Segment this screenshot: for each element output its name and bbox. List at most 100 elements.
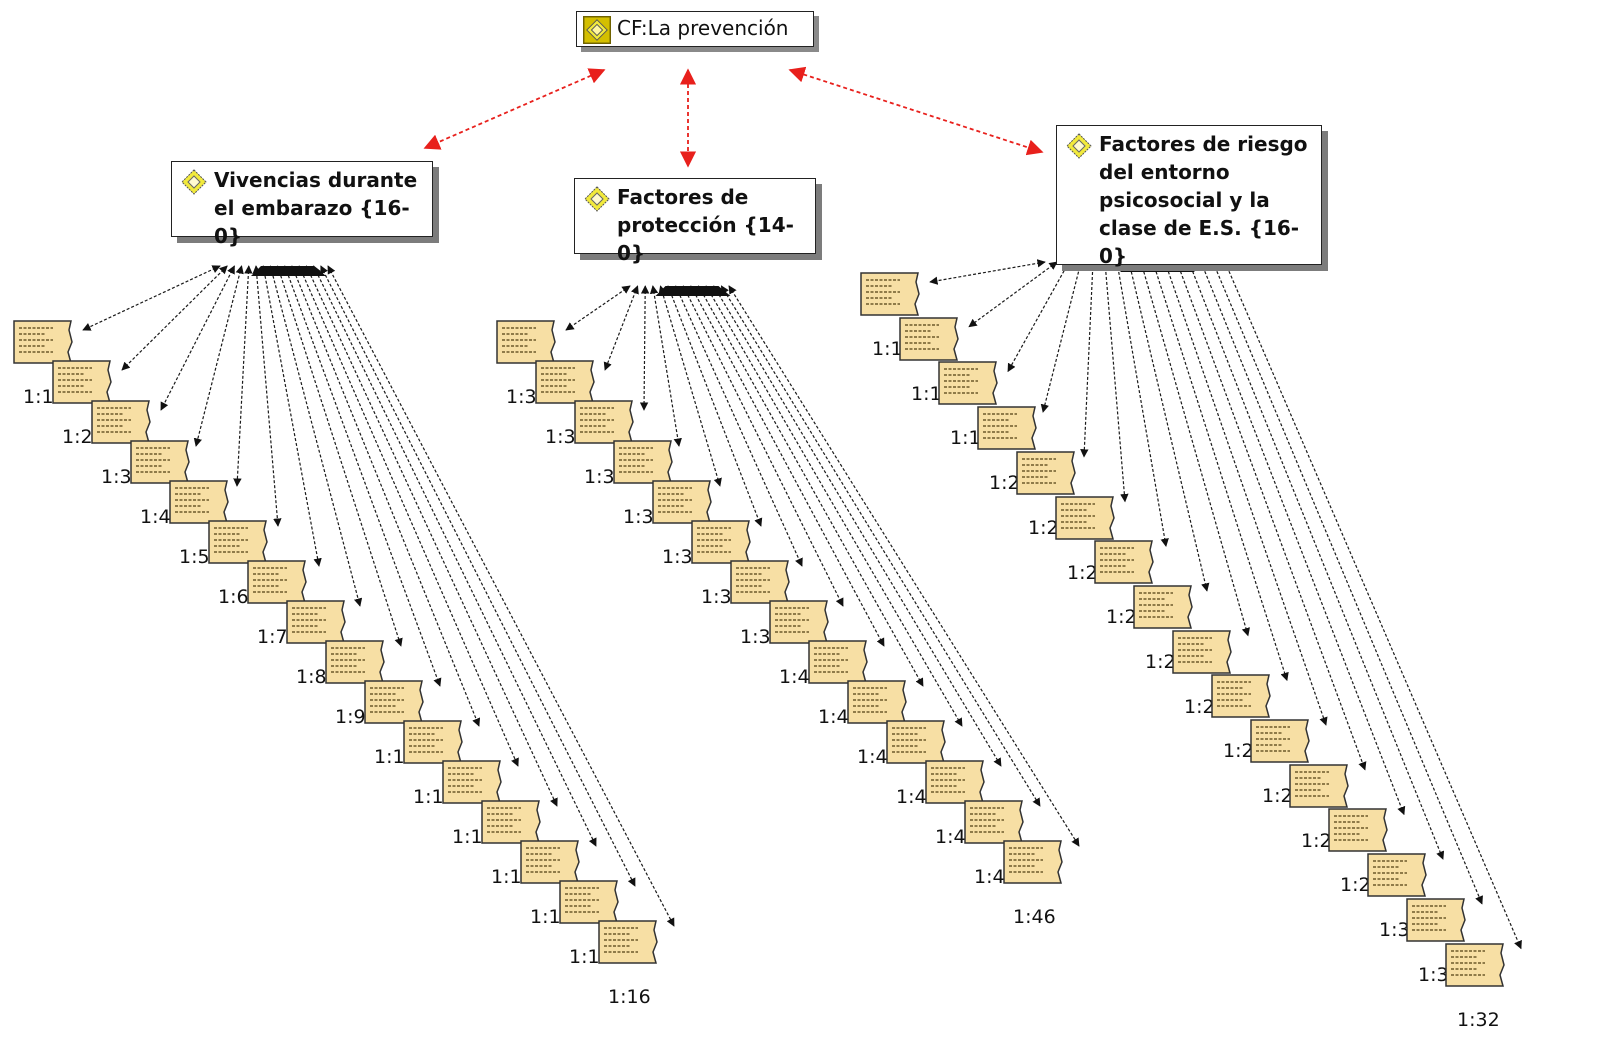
quotation-doc-c3-15[interactable]: [1406, 898, 1466, 942]
quotation-doc-c3-12[interactable]: [1289, 763, 1349, 808]
code-label: Factores de protección {14-0}: [617, 185, 794, 265]
quotation-doc-c2-8[interactable]: [769, 600, 829, 644]
quote-link-c3-9: [1139, 261, 1250, 637]
root-link-c1: [423, 68, 606, 150]
quotation-doc-c3-9[interactable]: [1172, 629, 1232, 674]
code-family-icon: [583, 16, 611, 44]
quotation-doc-c1-4[interactable]: [130, 440, 190, 484]
quotation-doc-c1-1[interactable]: [13, 320, 73, 364]
code-label: Vivencias durante el embarazo {16-0}: [214, 168, 418, 248]
quotation-doc-c3-2[interactable]: [899, 316, 959, 361]
quotation-doc-c2-2[interactable]: [535, 360, 595, 404]
quotation-label: 1:1: [569, 946, 600, 968]
quote-link-c3-6: [1101, 261, 1129, 503]
quotation-label: 1:2: [1067, 561, 1098, 584]
quotation-doc-c1-7[interactable]: [247, 560, 307, 604]
quote-link-c1-7: [260, 265, 322, 567]
quotation-doc-c2-6[interactable]: [691, 520, 751, 564]
quotation-doc-c1-15[interactable]: [559, 880, 619, 924]
quotation-label: 1:3: [506, 386, 537, 408]
quotation-label: 1:4: [857, 746, 888, 768]
quote-link-c1-3: [160, 265, 235, 411]
quotation-label: 1:46: [1013, 906, 1056, 928]
quotation-doc-c3-5[interactable]: [1016, 451, 1076, 495]
quotation-doc-c3-1[interactable]: [860, 272, 920, 316]
quote-link-c3-7: [1114, 261, 1169, 548]
quotation-label: 1:1: [413, 786, 444, 808]
quotation-doc-c1-11[interactable]: [403, 720, 463, 764]
quotation-label: 1:3: [701, 586, 732, 608]
quotation-doc-c1-6[interactable]: [208, 520, 268, 564]
code-icon: [181, 169, 207, 195]
code-icon: [1066, 133, 1092, 159]
quotation-doc-c1-10[interactable]: [364, 680, 424, 724]
quotation-doc-c1-3[interactable]: [91, 400, 151, 444]
quotation-doc-c2-1[interactable]: [496, 320, 556, 364]
quote-link-c3-1: [929, 259, 1046, 285]
quotation-doc-c2-12[interactable]: [925, 760, 985, 804]
root-code-node[interactable]: CF:La prevención: [576, 11, 814, 47]
arrow-cluster-2: [655, 286, 731, 296]
quotation-label: 1:2: [1028, 516, 1059, 539]
quote-link-c3-2: [968, 261, 1058, 328]
code-node-factores-proteccion[interactable]: Factores de protección {14-0}: [574, 178, 816, 265]
quotation-doc-c1-16[interactable]: [598, 920, 658, 964]
quotation-doc-c1-9[interactable]: [325, 640, 385, 684]
quotation-doc-c3-10[interactable]: [1211, 674, 1271, 719]
quote-link-c1-4: [193, 265, 244, 447]
quotation-label: 1:1: [872, 338, 903, 360]
quotation-doc-c3-16[interactable]: [1445, 942, 1505, 987]
quotation-label: 1:1: [23, 386, 54, 408]
quotation-label: 1:5: [179, 546, 210, 568]
quotation-label: 1:4: [140, 506, 171, 528]
quotation-label: 1:4: [935, 826, 966, 848]
quotation-label: 1:2: [1184, 695, 1215, 718]
quotation-doc-c3-7[interactable]: [1094, 540, 1154, 584]
quote-link-c2-3: [639, 285, 650, 411]
quote-link-c2-2: [603, 285, 639, 371]
quotation-label: 1:32: [1457, 1008, 1500, 1031]
quotation-label: 1:7: [257, 626, 288, 648]
quote-link-c1-5: [233, 265, 253, 487]
quote-link-c1-16: [327, 265, 675, 927]
quote-link-c2-4: [649, 285, 682, 447]
code-icon: [584, 186, 610, 212]
quotation-doc-c2-5[interactable]: [652, 480, 712, 524]
quotation-label: 1:3: [662, 546, 693, 568]
quotation-doc-c1-12[interactable]: [442, 760, 502, 804]
code-node-vivencias[interactable]: Vivencias durante el embarazo {16-0}: [171, 161, 433, 248]
quotation-doc-c2-4[interactable]: [613, 440, 673, 484]
quotation-doc-c1-5[interactable]: [169, 480, 229, 524]
quotation-doc-c2-11[interactable]: [886, 720, 946, 764]
quotation-doc-c3-13[interactable]: [1328, 808, 1388, 853]
quotation-doc-c2-10[interactable]: [847, 680, 907, 724]
quotation-label: 1:3: [584, 466, 615, 488]
quote-link-c3-5: [1080, 261, 1097, 458]
quotation-doc-c3-6[interactable]: [1055, 495, 1115, 540]
quotation-doc-c3-11[interactable]: [1250, 719, 1310, 763]
quotation-doc-c1-14[interactable]: [520, 840, 580, 884]
arrow-cluster-1: [251, 266, 326, 276]
quote-link-c2-14: [728, 285, 1080, 847]
quotation-label: 1:9: [335, 706, 366, 728]
code-node-factores-riesgo[interactable]: Factores de riesgo del entorno psicosoci…: [1056, 125, 1322, 268]
root-code-label: CF:La prevención: [617, 16, 789, 40]
quotation-doc-c2-13[interactable]: [964, 800, 1024, 844]
quotation-doc-c1-8[interactable]: [286, 600, 346, 644]
quote-link-c1-6: [252, 265, 282, 527]
quotation-doc-c3-3[interactable]: [938, 361, 998, 406]
quote-link-c3-4: [1040, 261, 1084, 413]
quotation-doc-c2-14[interactable]: [1003, 840, 1063, 884]
quotation-doc-c3-8[interactable]: [1133, 585, 1193, 629]
quotation-doc-c2-7[interactable]: [730, 560, 790, 604]
quotation-label: 1:3: [623, 506, 654, 528]
quotation-doc-c3-4[interactable]: [977, 406, 1037, 450]
quotation-doc-c1-13[interactable]: [481, 800, 541, 844]
quotation-doc-c1-2[interactable]: [52, 360, 112, 404]
quotation-doc-c2-3[interactable]: [574, 400, 634, 444]
quotation-label: 1:1: [530, 906, 561, 928]
quotation-doc-c2-9[interactable]: [808, 640, 868, 684]
quotation-doc-c3-14[interactable]: [1367, 853, 1427, 897]
